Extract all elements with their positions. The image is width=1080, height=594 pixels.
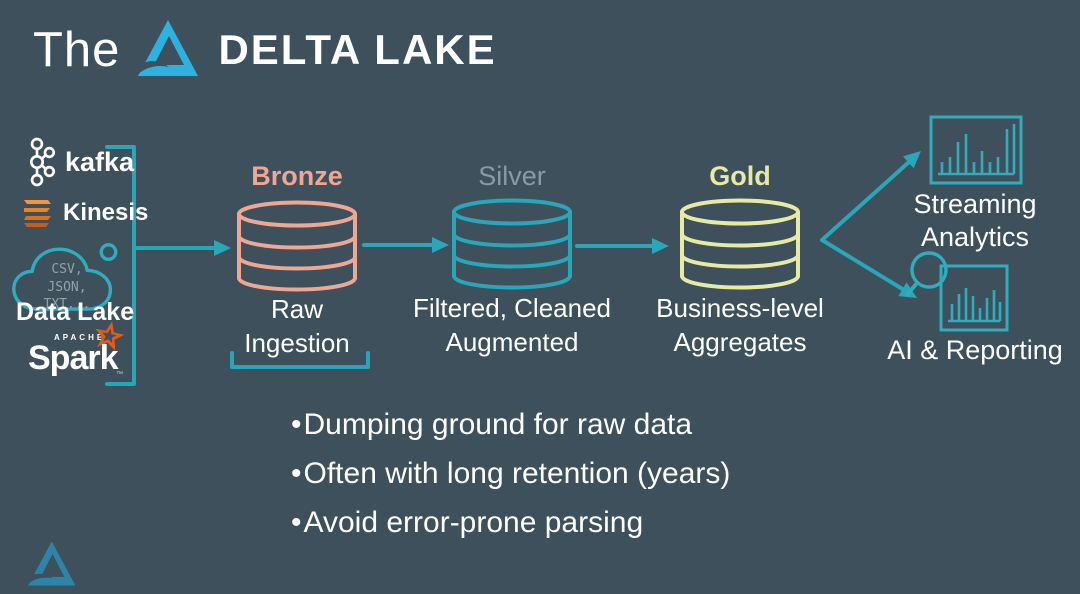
raw-ingestion-brace — [230, 351, 370, 369]
list-item: • Avoid error-prone parsing — [291, 498, 730, 547]
bullet-text: Avoid error-prone parsing — [303, 506, 644, 539]
slide-header: The DELTA LAKE — [33, 18, 497, 82]
kafka-icon — [18, 136, 56, 188]
bullet-text: Dumping ground for raw data — [303, 408, 693, 441]
gold-table-icon — [679, 198, 801, 290]
title-prefix: The — [33, 23, 121, 77]
kafka-label: kafka — [65, 146, 135, 177]
kinesis-label: Kinesis — [63, 199, 149, 226]
delta-lake-logo-icon — [134, 18, 200, 82]
arrow-sources-to-bronze — [132, 240, 231, 256]
list-item: • Dumping ground for raw data — [291, 400, 730, 449]
arrow-gold-to-streaming — [820, 151, 921, 242]
bronze-table-icon — [236, 200, 358, 292]
silver-title: Silver — [478, 161, 546, 191]
bullet-icon: • — [291, 408, 302, 441]
silver-table-icon — [451, 198, 573, 290]
bullet-icon: • — [291, 457, 302, 490]
gold-title: Gold — [709, 161, 771, 191]
data-lake-cloud-icon — [8, 239, 122, 325]
list-item: • Often with long retention (years) — [291, 449, 730, 498]
ai-reporting-icon — [903, 250, 1015, 342]
bronze-notes-list: • Dumping ground for raw data • Often wi… — [291, 400, 730, 547]
silver-caption: Filtered, Cleaned Augmented — [413, 293, 611, 357]
spark-trademark: ™ — [116, 371, 123, 378]
arrow-bronze-to-silver — [362, 237, 449, 253]
bullet-text: Often with long retention (years) — [303, 457, 731, 490]
arrow-silver-to-gold — [575, 238, 669, 254]
source-group-bracket — [105, 145, 136, 386]
kinesis-icon — [20, 196, 54, 230]
spark-apache-label: APACHE — [54, 333, 106, 342]
data-lake-label: Data Lake — [16, 298, 135, 326]
streaming-analytics-icon — [929, 115, 1023, 186]
spark-label: Spark — [28, 339, 118, 377]
arrow-gold-to-ai — [820, 238, 917, 298]
source-spark: APACHE Spark ™ — [28, 321, 132, 393]
bronze-title: Bronze — [251, 161, 343, 191]
ai-reporting-label: AI & Reporting — [887, 335, 1063, 365]
brand-title: DELTA LAKE — [218, 26, 497, 73]
streaming-analytics-label: Streaming Analytics — [913, 189, 1037, 252]
source-kafka: kafka — [18, 136, 134, 188]
gold-caption: Business-level Aggregates — [656, 293, 824, 357]
spark-star-icon — [91, 318, 127, 354]
footer-delta-logo-icon — [25, 540, 77, 590]
data-lake-file-types: CSV, JSON, TXT... — [43, 262, 91, 313]
bronze-caption: Raw Ingestion — [244, 294, 350, 358]
source-kinesis: Kinesis — [20, 196, 148, 230]
bullet-icon: • — [291, 506, 302, 539]
